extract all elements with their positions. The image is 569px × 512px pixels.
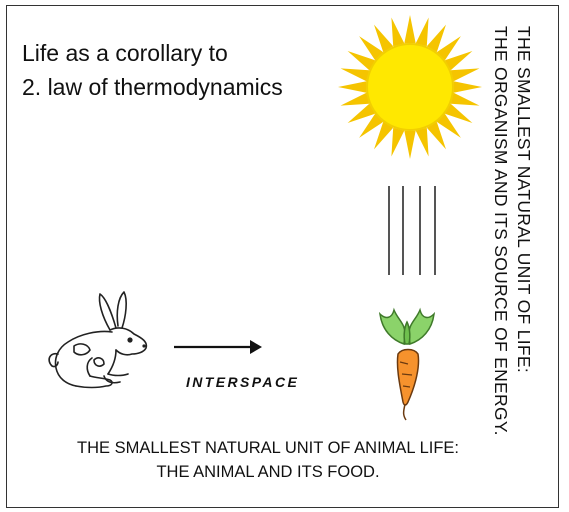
interspace-label: INTERSPACE [186, 374, 299, 390]
rabbit-icon [40, 286, 158, 398]
vertical-caption-line-2: THE ORGANISM AND ITS SOURCE OF ENERGY. [490, 26, 511, 436]
diagram-title: Life as a corollary to 2. law of thermod… [22, 36, 283, 104]
arrow-icon [172, 336, 264, 358]
bottom-caption-line-1: THE SMALLEST NATURAL UNIT OF ANIMAL LIFE… [0, 436, 536, 460]
bottom-caption: THE SMALLEST NATURAL UNIT OF ANIMAL LIFE… [0, 436, 536, 484]
title-line-1: Life as a corollary to [22, 36, 283, 70]
carrot-icon [372, 300, 442, 425]
vertical-caption-line-1: THE SMALLEST NATURAL UNIT OF LIFE: [513, 26, 534, 373]
vertical-caption: THE SMALLEST NATURAL UNIT OF LIFE: THE O… [478, 26, 538, 456]
sunlight-rays-icon [381, 183, 441, 278]
sun-icon [335, 12, 485, 162]
title-line-2: 2. law of thermodynamics [22, 70, 283, 104]
bottom-caption-line-2: THE ANIMAL AND ITS FOOD. [0, 460, 536, 484]
